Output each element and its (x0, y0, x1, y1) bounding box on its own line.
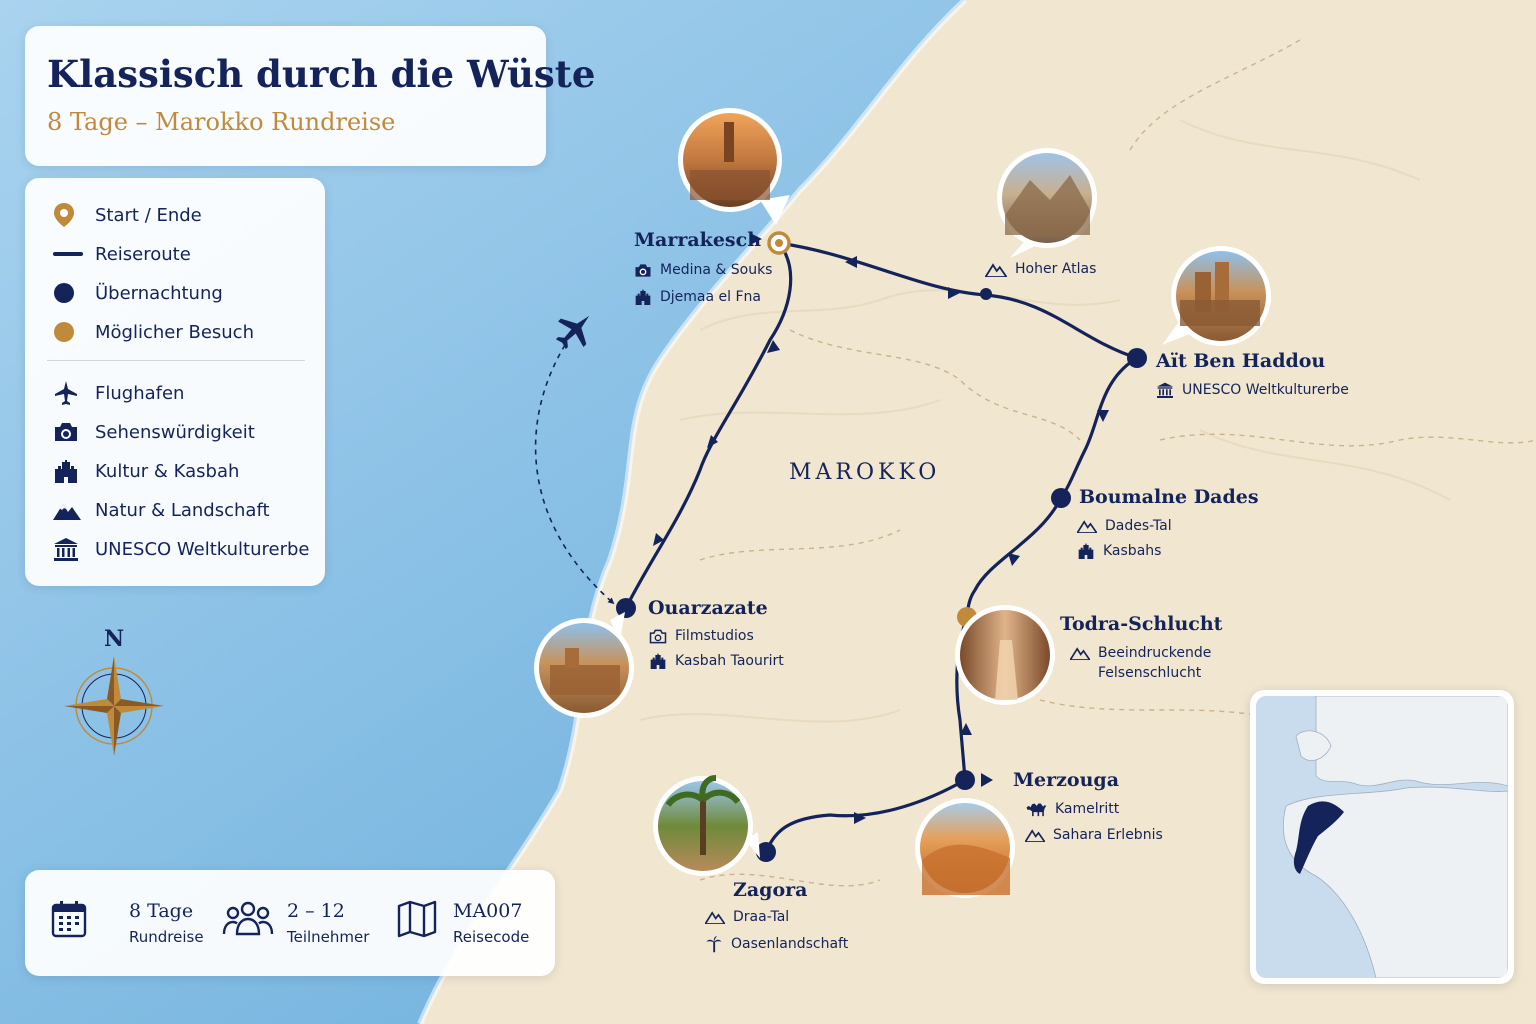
calendar-icon (51, 901, 87, 938)
mountain-icon (1077, 520, 1097, 533)
route-arrows (653, 234, 1109, 824)
photo-zagora (653, 775, 760, 876)
marker-zagora[interactable] (756, 842, 776, 862)
poi-ouarzazate-film: Filmstudios (649, 628, 754, 644)
compass-north-label: N (104, 626, 125, 652)
kasbah-icon (1078, 543, 1094, 559)
palm-tree-icon (706, 935, 722, 953)
photo-hoher-atlas (997, 148, 1097, 258)
poi-ait-ben-haddou-unesco: UNESCO Weltkulturerbe (1156, 382, 1349, 398)
marker-merzouga[interactable] (955, 770, 975, 790)
camera-icon (649, 629, 667, 643)
mountain-icon (47, 495, 95, 525)
camera-icon (47, 417, 95, 447)
legend-item-overnight: Übernachtung (47, 278, 223, 308)
poi-todra-gorge-line2: Felsenschlucht (1098, 665, 1202, 681)
route-line-icon (47, 239, 95, 269)
stop-name-ouarzazate[interactable]: Ouarzazate (648, 597, 768, 619)
overview-inset-map (1250, 690, 1514, 984)
marker-boumalne[interactable] (1051, 488, 1071, 508)
legend-separator (47, 360, 305, 361)
legend-item-visit: Möglicher Besuch (47, 317, 254, 347)
poi-boumalne-dades-tal: Dades-Tal (1077, 518, 1172, 534)
legend-item-route: Reiseroute (47, 239, 191, 269)
poi-ouarzazate-kasbah: Kasbah Taourirt (649, 653, 784, 669)
poi-marrakesch-djemaa: Djemaa el Fna (634, 289, 761, 305)
map-icon (397, 900, 437, 938)
people-icon (222, 901, 274, 936)
poi-merzouga-camel: Kamelritt (1025, 801, 1119, 817)
kasbah-icon (47, 456, 95, 486)
flight-path (534, 344, 615, 605)
marker-ait-ben-haddou[interactable] (1127, 348, 1147, 368)
stop-name-todra[interactable]: Todra-Schlucht (1060, 613, 1223, 635)
page-subtitle: 8 Tage – Marokko Rundreise (47, 108, 396, 136)
title-panel: Klassisch durch die Wüste 8 Tage – Marok… (25, 26, 595, 166)
poi-zagora-oasis: Oasenlandschaft (705, 935, 848, 953)
country-label: MAROKKO (789, 460, 941, 485)
airplane-icon (47, 378, 95, 408)
marker-ouarzazate[interactable] (616, 598, 636, 618)
poi-hoher-atlas: Hoher Atlas (985, 261, 1096, 277)
legend-item-airport: Flughafen (47, 378, 184, 408)
stop-name-boumalne[interactable]: Boumalne Dades (1079, 486, 1259, 508)
compass-rose (64, 656, 164, 756)
poi-merzouga-sahara: Sahara Erlebnis (1025, 827, 1163, 843)
poi-marrakesch-medina: Medina & Souks (634, 262, 772, 278)
unesco-icon (47, 534, 95, 564)
poi-boumalne-kasbahs: Kasbahs (1077, 543, 1161, 559)
kasbah-icon (650, 653, 666, 669)
photo-todra (955, 605, 1055, 705)
airplane-icon (555, 315, 590, 350)
kasbah-icon (635, 289, 651, 305)
marker-marrakesch[interactable] (767, 231, 791, 255)
terrain-texture (639, 119, 1451, 723)
stop-name-merzouga[interactable]: Merzouga (1013, 769, 1120, 791)
overnight-dot-icon (47, 278, 95, 308)
mountain-icon (1070, 647, 1090, 660)
legend-item-nature: Natur & Landschaft (47, 495, 270, 525)
marker-atlas-pass[interactable] (980, 288, 992, 300)
photo-merzouga (915, 798, 1015, 898)
camel-icon (1026, 803, 1047, 817)
camera-icon (635, 263, 651, 277)
photo-ait-ben-haddou (1162, 246, 1271, 346)
photo-ouarzazate (534, 612, 634, 718)
pin-icon (47, 200, 95, 230)
legend-item-start: Start / Ende (47, 200, 202, 230)
legend-item-sight: Sehenswürdigkeit (47, 417, 255, 447)
poi-zagora-draa: Draa-Tal (705, 909, 789, 925)
mountain-icon (1025, 829, 1045, 842)
photo-marrakesch (678, 108, 790, 225)
mountain-icon (705, 911, 725, 924)
stop-name-marrakesch[interactable]: Marrakesch (634, 229, 762, 251)
morocco-highlight (1293, 801, 1344, 874)
unesco-icon (1157, 382, 1173, 398)
mountain-icon (985, 262, 1007, 277)
legend-item-unesco: UNESCO Weltkulturerbe (47, 534, 310, 564)
poi-todra-gorge: Beeindruckende (1070, 645, 1211, 661)
stop-name-zagora[interactable]: Zagora (733, 879, 808, 901)
legend-item-culture: Kultur & Kasbah (47, 456, 239, 486)
page-title: Klassisch durch die Wüste (47, 52, 596, 96)
stop-name-ait-ben-haddou[interactable]: Aït Ben Haddou (1156, 350, 1326, 372)
coastline (417, 0, 968, 1024)
legend-panel: Start / Ende Reiseroute Übernachtung Mög… (25, 178, 325, 586)
stats-panel: 8 Tage Rundreise 2 – 12 Teilnehmer MA007… (25, 870, 555, 976)
visit-dot-icon (47, 317, 95, 347)
